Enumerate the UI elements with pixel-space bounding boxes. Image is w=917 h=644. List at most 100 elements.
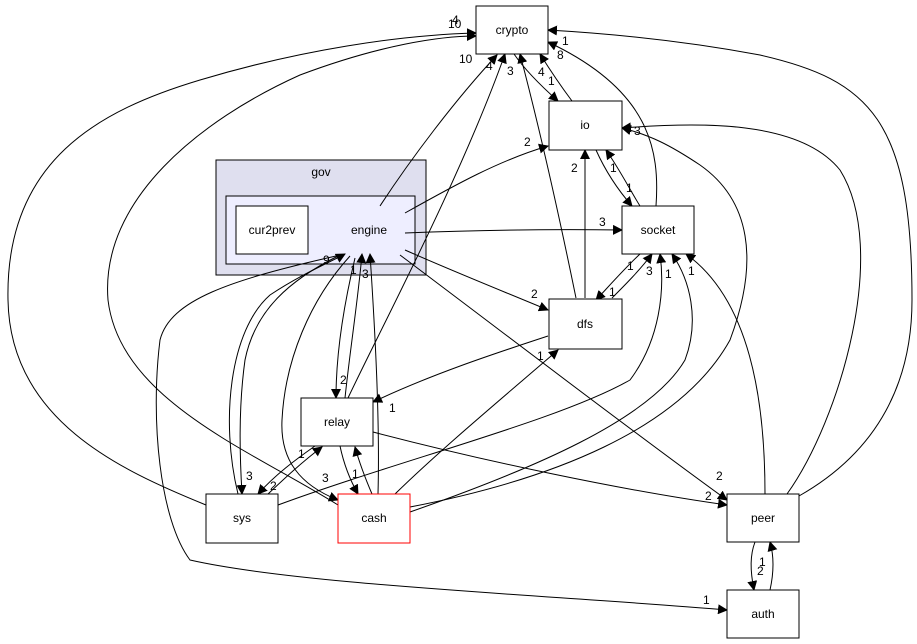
edge-sys-crypto xyxy=(7,28,477,506)
edge-dfs-crypto xyxy=(517,53,577,299)
edge-sys-relay xyxy=(267,446,323,495)
edge-peer-crypto xyxy=(547,25,913,497)
edge-label: 1 xyxy=(665,267,672,281)
edge-label: 3 xyxy=(246,469,253,483)
edge-label: 1 xyxy=(688,264,695,278)
edge-peer-socket xyxy=(685,253,766,495)
edge-label: 1 xyxy=(627,259,634,273)
edge-label: 3 xyxy=(646,264,653,278)
edge-label: 1 xyxy=(537,349,544,363)
edge-io-socket xyxy=(595,149,633,207)
edge-engine-io xyxy=(404,143,549,214)
edge-label: 2 xyxy=(531,287,538,301)
edge-engine-dfs xyxy=(404,249,549,312)
node-dfs[interactable]: dfs xyxy=(548,298,623,350)
edge-label: 1 xyxy=(703,593,710,607)
edge-label: 4 xyxy=(452,13,459,27)
edge-label: 3 xyxy=(322,471,329,485)
edge-engine-socket xyxy=(404,224,623,235)
edge-label: 10 xyxy=(459,52,473,66)
node-cash[interactable]: cash xyxy=(337,493,411,544)
edge-relay-cash xyxy=(339,445,359,495)
edge-cash-relay xyxy=(352,446,373,495)
node-crypto[interactable]: crypto xyxy=(475,5,549,55)
edge-socket-io xyxy=(605,149,641,207)
edge-peer-auth xyxy=(747,541,758,591)
node-dfs-box xyxy=(548,298,623,350)
edge-socket-crypto xyxy=(547,41,658,207)
node-io[interactable]: io xyxy=(548,100,623,151)
node-io-label: io xyxy=(580,118,590,132)
node-auth-label: auth xyxy=(751,607,774,621)
edge-cash-socket xyxy=(409,253,693,513)
edge-label: 1 xyxy=(626,181,633,195)
edge-label: 2 xyxy=(716,469,723,483)
edge-peer-io xyxy=(621,122,862,495)
edge-crypto-io xyxy=(513,53,559,102)
node-engine-label: engine xyxy=(351,223,387,237)
node-sys-box xyxy=(205,493,279,544)
edge-label: 2 xyxy=(270,479,277,493)
node-cash-label: cash xyxy=(361,511,386,525)
edge-sys-engine xyxy=(228,253,346,495)
node-io-box xyxy=(548,100,623,151)
edge-engine-crypto xyxy=(379,54,498,207)
node-crypto-label: crypto xyxy=(496,23,529,37)
node-cash-box xyxy=(337,493,411,544)
cluster-gov-label: gov xyxy=(311,165,330,179)
edge-relay-crypto xyxy=(347,53,507,399)
node-peer-label: peer xyxy=(751,511,775,525)
edge-label: 3 xyxy=(634,124,641,138)
node-crypto-box xyxy=(475,5,549,55)
edge-label: 2 xyxy=(571,161,578,175)
node-sys-label: sys xyxy=(233,511,251,525)
edge-label: 4 xyxy=(538,65,545,79)
edge-label: 2 xyxy=(705,489,712,503)
edge-relay-sys xyxy=(257,445,316,495)
edge-label: 9 xyxy=(323,253,330,267)
edge-dfs-relay xyxy=(372,335,549,403)
edge-label: 2 xyxy=(524,135,531,149)
edge-label: 3 xyxy=(599,215,606,229)
edge-label: 1 xyxy=(609,285,616,299)
node-relay[interactable]: relay xyxy=(300,397,374,447)
edge-engine-relay xyxy=(331,257,356,399)
edge-labels: 4 10 10 4 3 1 8 4 1 2 2 3 1 1 3 1 3 1 1 … xyxy=(246,13,766,607)
node-engine[interactable]: engine xyxy=(351,223,387,237)
node-socket-label: socket xyxy=(641,223,676,237)
edge-label: 1 xyxy=(350,263,357,277)
edge-label: 2 xyxy=(757,564,764,578)
edge-engine-cash xyxy=(281,255,351,502)
node-cur2prev[interactable]: cur2prev xyxy=(235,205,309,255)
edge-label: 1 xyxy=(352,467,359,481)
edge-engine-peer xyxy=(399,254,728,501)
node-peer[interactable]: peer xyxy=(726,493,800,543)
edge-label: 10 xyxy=(448,17,462,31)
node-relay-box xyxy=(300,397,374,447)
edge-label: 1 xyxy=(548,74,555,88)
edge-label: 2 xyxy=(340,373,347,387)
edge-label: 1 xyxy=(610,161,617,175)
edge-io-crypto xyxy=(539,53,573,102)
edge-cash-engine xyxy=(365,253,379,495)
node-auth[interactable]: auth xyxy=(726,589,800,639)
edge-cash-dfs xyxy=(394,349,559,495)
edge-cash-io xyxy=(409,125,748,508)
node-dfs-label: dfs xyxy=(577,317,593,331)
edge-engine-sys xyxy=(236,255,339,495)
edge-label: 1 xyxy=(389,401,396,415)
node-sys[interactable]: sys xyxy=(205,493,279,544)
edge-label: 1 xyxy=(759,555,766,569)
node-cur2prev-label: cur2prev xyxy=(249,223,296,237)
edges xyxy=(7,25,913,615)
node-relay-label: relay xyxy=(324,415,350,429)
edge-label: 4 xyxy=(486,59,493,73)
node-auth-box xyxy=(726,589,800,639)
edge-label: 1 xyxy=(562,34,569,48)
edge-label: 3 xyxy=(507,64,514,78)
edge-engine-auth xyxy=(155,255,728,615)
node-socket[interactable]: socket xyxy=(621,205,695,255)
edge-label: 1 xyxy=(298,447,305,461)
node-socket-box xyxy=(621,205,695,255)
